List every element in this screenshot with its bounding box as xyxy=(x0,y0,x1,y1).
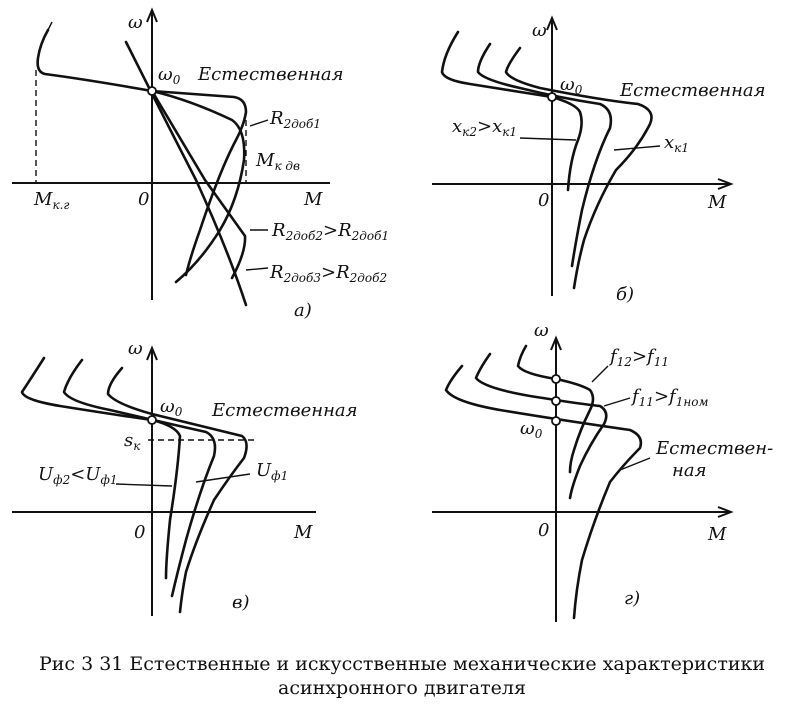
panel-g-natural-label-1: Естествен- xyxy=(655,438,773,459)
panel-a-curve-rdob1 xyxy=(150,89,246,284)
panel-a-omega0-point xyxy=(147,86,157,96)
panel-g-f11-leader xyxy=(603,397,631,407)
panel-a-rdob1-label: R2доб1 xyxy=(269,108,321,131)
panel-v-tag: в) xyxy=(232,592,250,613)
panel-v-natural-label: Естественная xyxy=(211,400,358,421)
panel-g-m-label: M xyxy=(707,524,727,545)
panel-g: ω f12>f11 f11>f1ном ω0 Естествен- ная 0 … xyxy=(432,320,773,622)
panel-g-zero-label: 0 xyxy=(538,520,549,541)
panel-v-omega0-label: ω0 xyxy=(160,396,183,419)
panel-g-omega0-label: ω0 xyxy=(520,418,543,441)
panel-a-rdob1-leader xyxy=(249,119,269,127)
panel-b-zero-label: 0 xyxy=(538,190,549,211)
panel-g-y-arrow xyxy=(550,335,562,351)
panel-v-sk-label: sк xyxy=(124,430,141,453)
panel-b-xk1-leader xyxy=(613,145,661,151)
panel-b-xk2-leader xyxy=(519,137,577,141)
panel-b-curve-mid xyxy=(476,42,613,268)
panel-b-y-arrow xyxy=(546,15,558,31)
panel-v-omega0-point xyxy=(147,415,157,425)
panel-a-rdob3-label: R2доб3>R2доб2 xyxy=(269,262,387,285)
panel-v-uf2-label: Uф2<Uф1 xyxy=(38,464,118,487)
panel-b-curve-xk2 xyxy=(440,30,583,192)
panel-a-omega0-label: ω0 xyxy=(158,64,181,87)
panel-a-m-label: M xyxy=(303,189,323,210)
panel-a-mkg-label: Mк.г xyxy=(33,189,69,212)
panel-b-tag: б) xyxy=(616,284,634,305)
panel-a-y-arrow xyxy=(146,7,158,23)
panel-g-x-arrow xyxy=(717,506,734,518)
panel-v-uf1-label: Uф1 xyxy=(256,460,288,483)
panel-v-uf2-leader xyxy=(115,483,173,487)
figure-caption: Рис 3 31 Естественные и искусственные ме… xyxy=(0,652,804,700)
panel-b-x-arrow xyxy=(717,178,734,190)
panel-a-mkdv-label: Mк дв xyxy=(255,150,300,173)
panel-v-m-label: M xyxy=(293,522,313,543)
panel-g-omega-label: ω xyxy=(534,320,549,341)
panel-a-curve-natural xyxy=(150,89,248,277)
panel-b: ω ω0 Естественная xк2>xк1 xк1 0 M б) xyxy=(432,15,766,305)
panel-v-omega-label: ω xyxy=(128,338,143,359)
panel-g-natural-leader xyxy=(619,457,651,471)
panel-a-omega-label: ω xyxy=(128,12,143,33)
panel-b-omega0-point xyxy=(547,92,557,102)
panel-b-omega0-label: ω0 xyxy=(560,74,583,97)
panel-g-f11-label: f11>f1ном xyxy=(630,386,708,409)
panel-a-curve-rdob2 xyxy=(150,89,247,280)
panel-v-uf1-leader xyxy=(195,473,251,483)
panel-g-tag: г) xyxy=(624,588,640,609)
panel-v-curve-uf1 xyxy=(106,366,248,614)
panel-v: ω ω0 Естественная sк Uф2<Uф1 Uф1 0 M в) xyxy=(12,338,358,616)
panel-b-curve-xk1 xyxy=(504,46,653,290)
panel-a-rdob2-label: R2доб2>R2доб1 xyxy=(271,220,389,243)
panel-a-curve-generator xyxy=(36,28,154,93)
panel-b-m-label: M xyxy=(707,192,727,213)
panel-a-rdob3-leader xyxy=(245,267,269,271)
panel-v-curve-mid xyxy=(62,358,217,598)
panel-a-natural-label: Естественная xyxy=(197,64,344,85)
panel-g-curve-f11 xyxy=(474,352,608,500)
panel-a-zero-label: 0 xyxy=(138,189,149,210)
panel-g-f12-point xyxy=(551,374,561,384)
panel-g-curve-f12 xyxy=(516,344,595,474)
caption-line-1: Рис 3 31 Естественные и искусственные ме… xyxy=(38,653,766,675)
panel-a-tag: а) xyxy=(294,300,312,321)
panel-v-y-arrow xyxy=(146,345,158,361)
panel-b-natural-label: Естественная xyxy=(619,80,766,101)
panel-b-omega-label: ω xyxy=(532,20,547,41)
panel-a-curve-rdob3 xyxy=(124,40,248,307)
panel-g-f12-label: f12>f11 xyxy=(608,346,669,369)
panel-a: ω ω0 Естественная R2доб1 Mк дв Mк.г 0 M … xyxy=(12,7,389,321)
panel-g-f12-leader xyxy=(591,365,609,383)
panel-g-omega0-point xyxy=(551,416,561,426)
panel-b-xk2-label: xк2>xк1 xyxy=(452,116,517,139)
panel-g-natural-label-2: ная xyxy=(672,460,707,481)
panel-b-xk1-label: xк1 xyxy=(664,132,689,155)
panel-g-curve-natural xyxy=(444,364,643,620)
panel-v-zero-label: 0 xyxy=(134,522,145,543)
caption-line-2: асинхронного двигателя xyxy=(278,677,526,699)
panel-g-f11-point xyxy=(551,396,561,406)
panel-a-curve-generator-tail xyxy=(47,21,53,31)
